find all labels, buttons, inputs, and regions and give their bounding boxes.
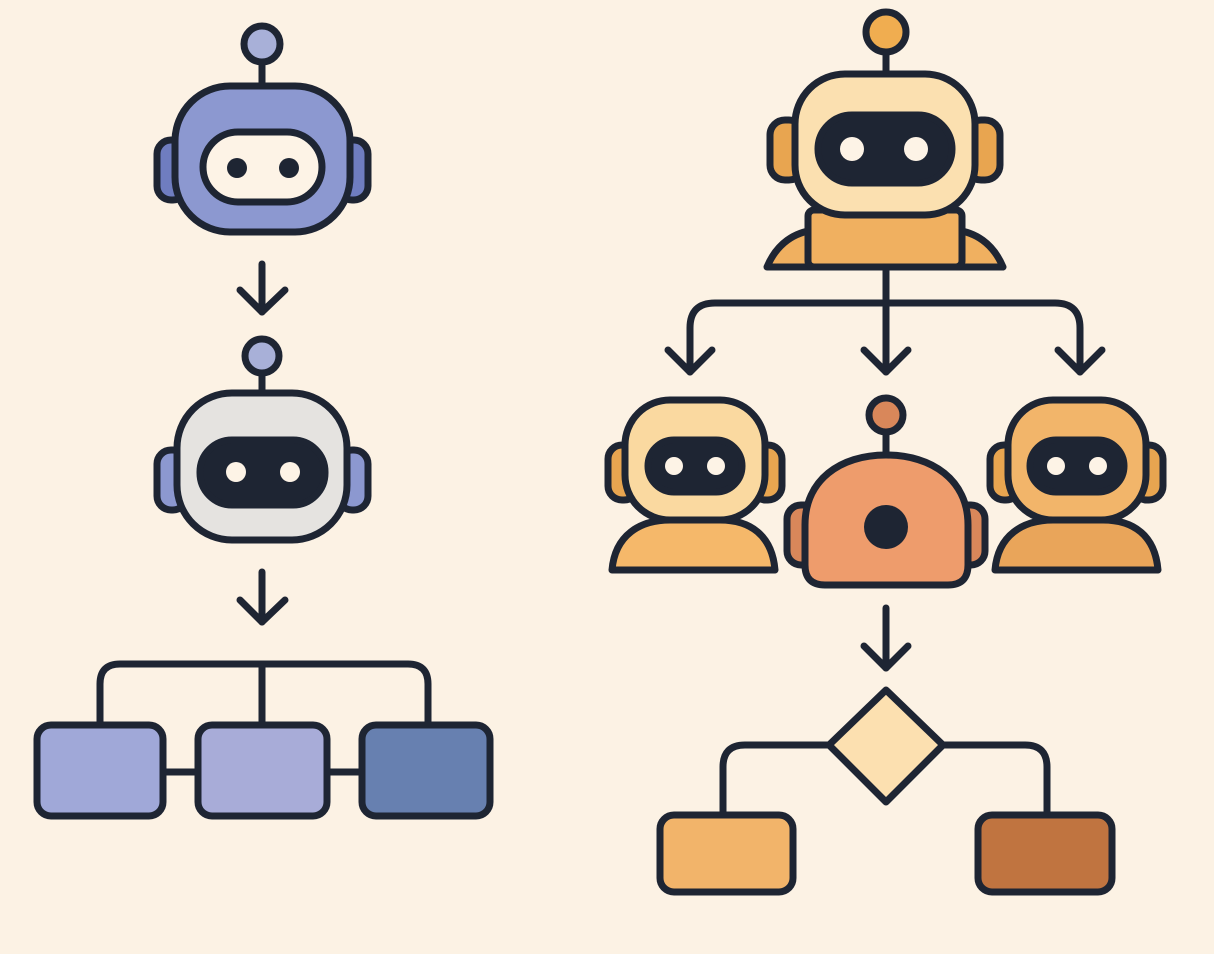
antenna-icon — [862, 8, 910, 56]
output-box — [656, 811, 797, 896]
branch-arrows — [664, 264, 1106, 376]
left-robot-middle — [153, 335, 372, 544]
decision-diamond — [825, 686, 947, 806]
arrow-down-icon — [236, 260, 289, 316]
orchestrator-robot — [763, 8, 1007, 271]
sub-robot-left — [604, 396, 786, 574]
output-box — [358, 721, 494, 820]
antenna-icon — [865, 394, 907, 436]
antenna-icon — [240, 22, 284, 66]
arrow-down-icon — [860, 604, 912, 672]
arrow-down-icon — [236, 568, 289, 626]
left-output-tree — [33, 660, 494, 820]
left-robot-top — [153, 22, 372, 236]
antenna-icon — [241, 335, 283, 377]
output-box — [974, 811, 1116, 896]
sub-robot-right — [986, 396, 1167, 574]
decision-tree — [656, 686, 1116, 896]
sub-robot-middle — [783, 394, 989, 589]
output-box — [33, 721, 167, 820]
output-box — [194, 721, 331, 820]
